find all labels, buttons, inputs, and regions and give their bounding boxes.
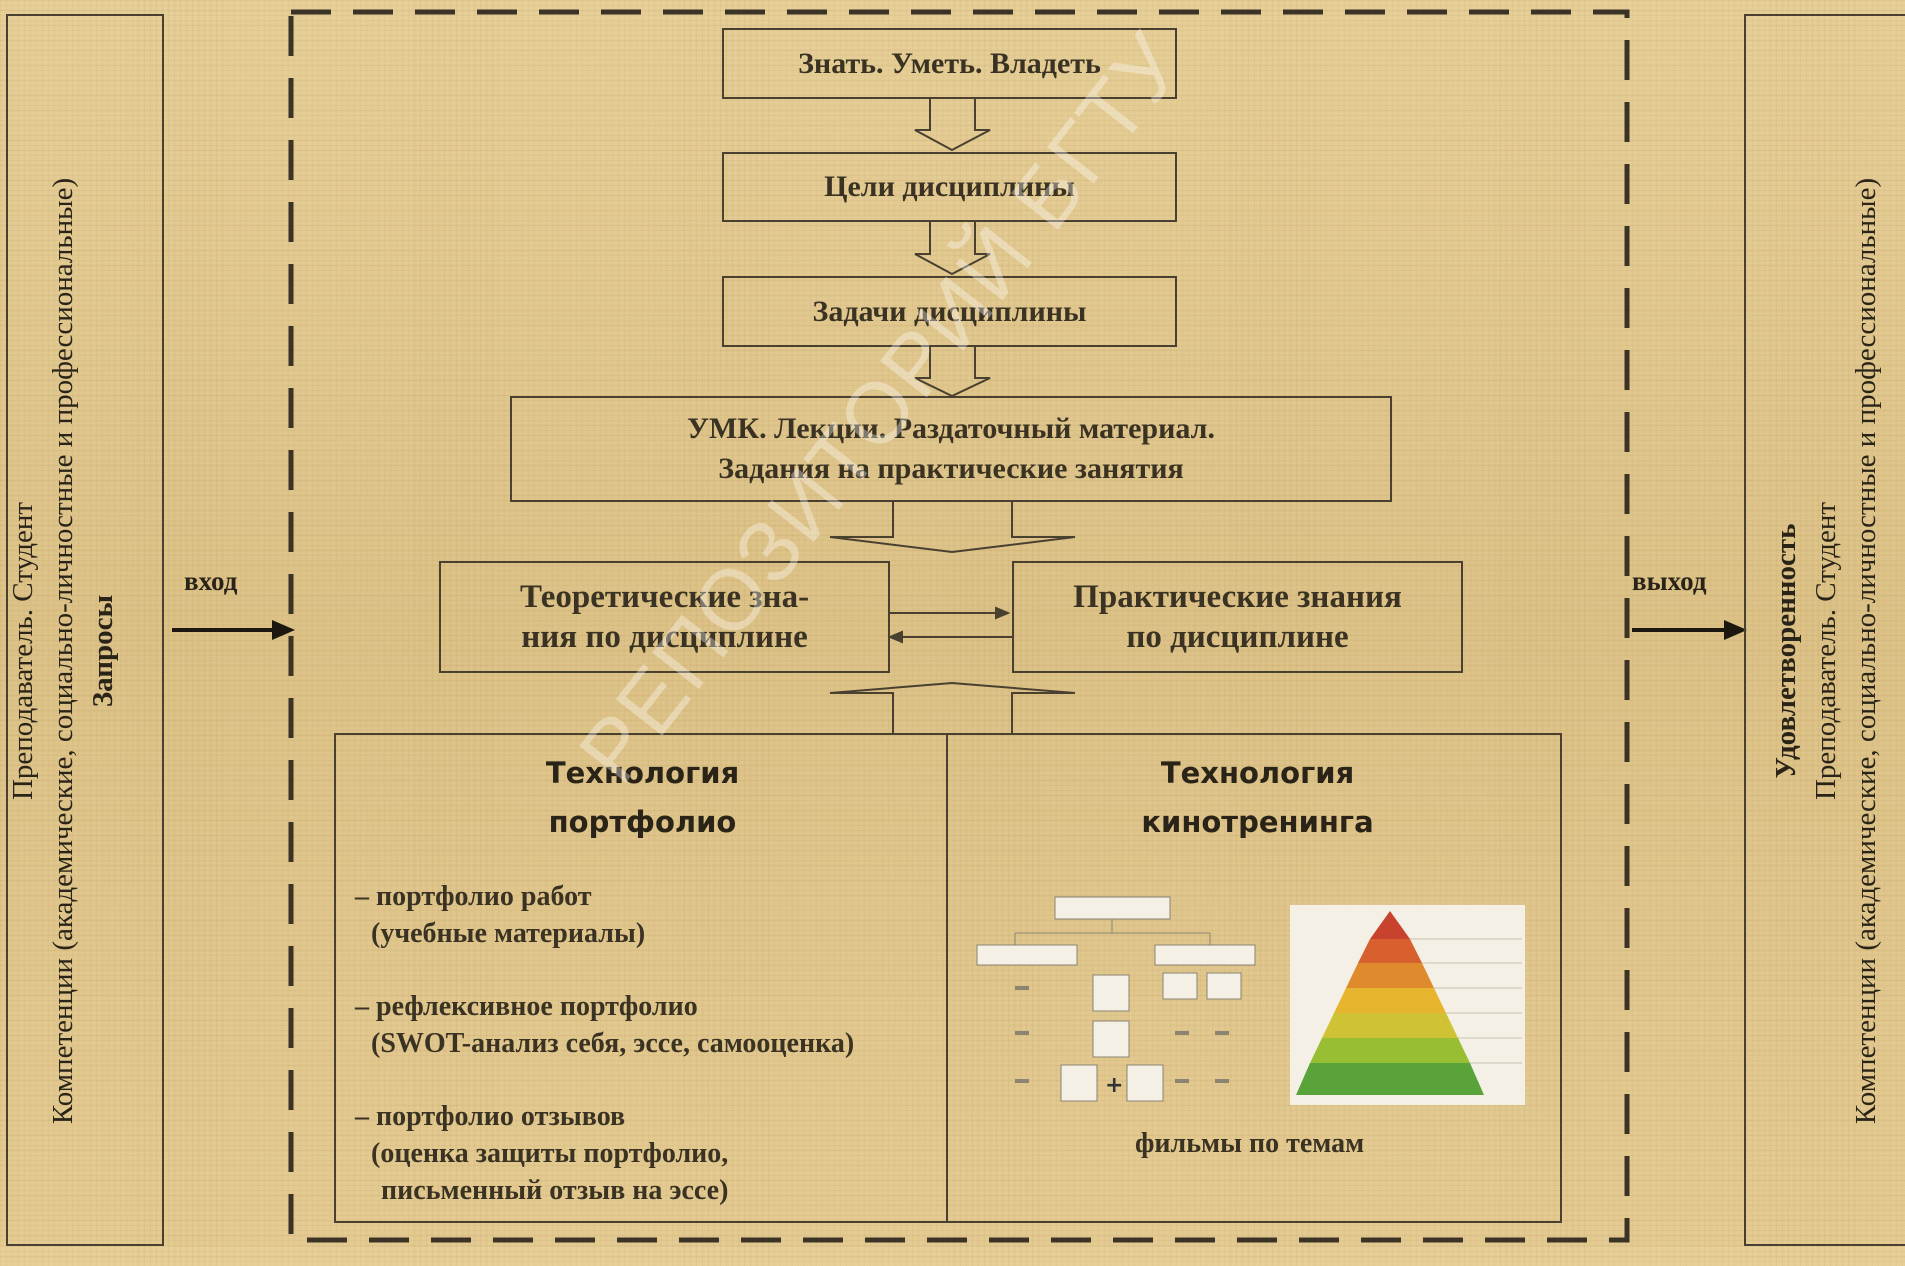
output-label: выход (1632, 566, 1707, 596)
right-panel-line2: Компетенции (академические, социально-ли… (1850, 177, 1882, 1125)
right-panel: Удовлетворенность Преподаватель. Студент… (1744, 14, 1905, 1246)
portfolio-item-reviews-line3: письменный отзыв на эссе) (381, 1175, 729, 1206)
box-umk-line2: Задания на практические занятия (718, 452, 1184, 485)
pyramid-image (1290, 905, 1525, 1105)
bidirectional-arrows (887, 606, 1012, 644)
svg-text:+: + (1105, 1073, 1123, 1098)
technologies-divider (946, 734, 948, 1222)
box-goals: Цели дисциплины (722, 152, 1177, 222)
box-theory-line2: ния по дисциплине (521, 619, 808, 655)
portfolio-item-reviews: – портфолио отзывов (оценка защиты портф… (355, 1098, 728, 1209)
box-theory: Теоретические зна- ния по дисциплине (439, 561, 890, 673)
right-panel-text: Удовлетворенность Преподаватель. Студент… (1766, 36, 1886, 1266)
left-panel-text: Преподаватель. Студент Компетенции (акад… (3, 36, 123, 1266)
output-arrow (1632, 619, 1747, 641)
portfolio-item-works-line2: (учебные материалы) (371, 918, 646, 949)
portfolio-item-works: – портфолио работ (учебные материалы) (355, 878, 645, 952)
left-panel-line1: Преподаватель. Студент (7, 501, 39, 801)
box-tasks: Задачи дисциплины (722, 276, 1177, 347)
portfolio-item-reviews-line2: (оценка защиты портфолио, (371, 1138, 729, 1169)
portfolio-item-reflexive: – рефлексивное портфолио (SWOT-анализ се… (355, 988, 854, 1062)
portfolio-title-line2: портфолио (548, 805, 737, 839)
flow-arrow-2 (914, 221, 991, 276)
left-panel: Преподаватель. Студент Компетенции (акад… (6, 14, 164, 1246)
portfolio-item-reviews-line1: – портфолио отзывов (355, 1101, 626, 1132)
left-panel-title: Запросы (87, 594, 119, 708)
cinetraining-title-line1: Технология (1160, 756, 1355, 790)
portfolio-item-works-line1: – портфолио работ (355, 881, 592, 912)
box-know-skill: Знать. Уметь. Владеть (722, 28, 1177, 99)
box-practice-line1: Практические знания (1073, 579, 1402, 615)
right-panel-line1: Преподаватель. Студент (1810, 501, 1842, 801)
flow-arrow-wide-down (829, 502, 1076, 554)
right-panel-title: Удовлетворенность (1770, 523, 1802, 779)
input-label: вход (184, 566, 238, 596)
portfolio-item-reflexive-line1: – рефлексивное портфолио (355, 991, 698, 1022)
input-arrow (172, 619, 295, 641)
motivation-scheme-image: + (976, 896, 1256, 1102)
box-practice: Практические знания по дисциплине (1012, 561, 1463, 673)
dashed-frame (288, 9, 1630, 1243)
flow-arrow-1 (914, 97, 991, 152)
portfolio-title-line1: Технология (545, 756, 740, 790)
technologies-box (334, 733, 1562, 1223)
left-panel-line2: Компетенции (академические, социально-ли… (47, 177, 79, 1125)
cinetraining-caption: фильмы по темам (1135, 1128, 1365, 1159)
box-practice-line2: по дисциплине (1126, 619, 1349, 655)
cinetraining-title-line2: кинотренинга (1141, 805, 1374, 839)
box-umk-line1: УМК. Лекции. Раздаточный материал. (687, 412, 1215, 445)
box-theory-line1: Теоретические зна- (519, 579, 810, 615)
portfolio-title: Технология портфолио (440, 749, 845, 847)
flow-arrow-3 (914, 345, 991, 398)
cinetraining-title: Технология кинотренинга (1055, 749, 1460, 847)
box-umk: УМК. Лекции. Раздаточный материал. Задан… (510, 396, 1392, 502)
flow-arrow-wide-up (829, 681, 1076, 735)
portfolio-item-reflexive-line2: (SWOT-анализ себя, эссе, самооценка) (371, 1028, 855, 1059)
